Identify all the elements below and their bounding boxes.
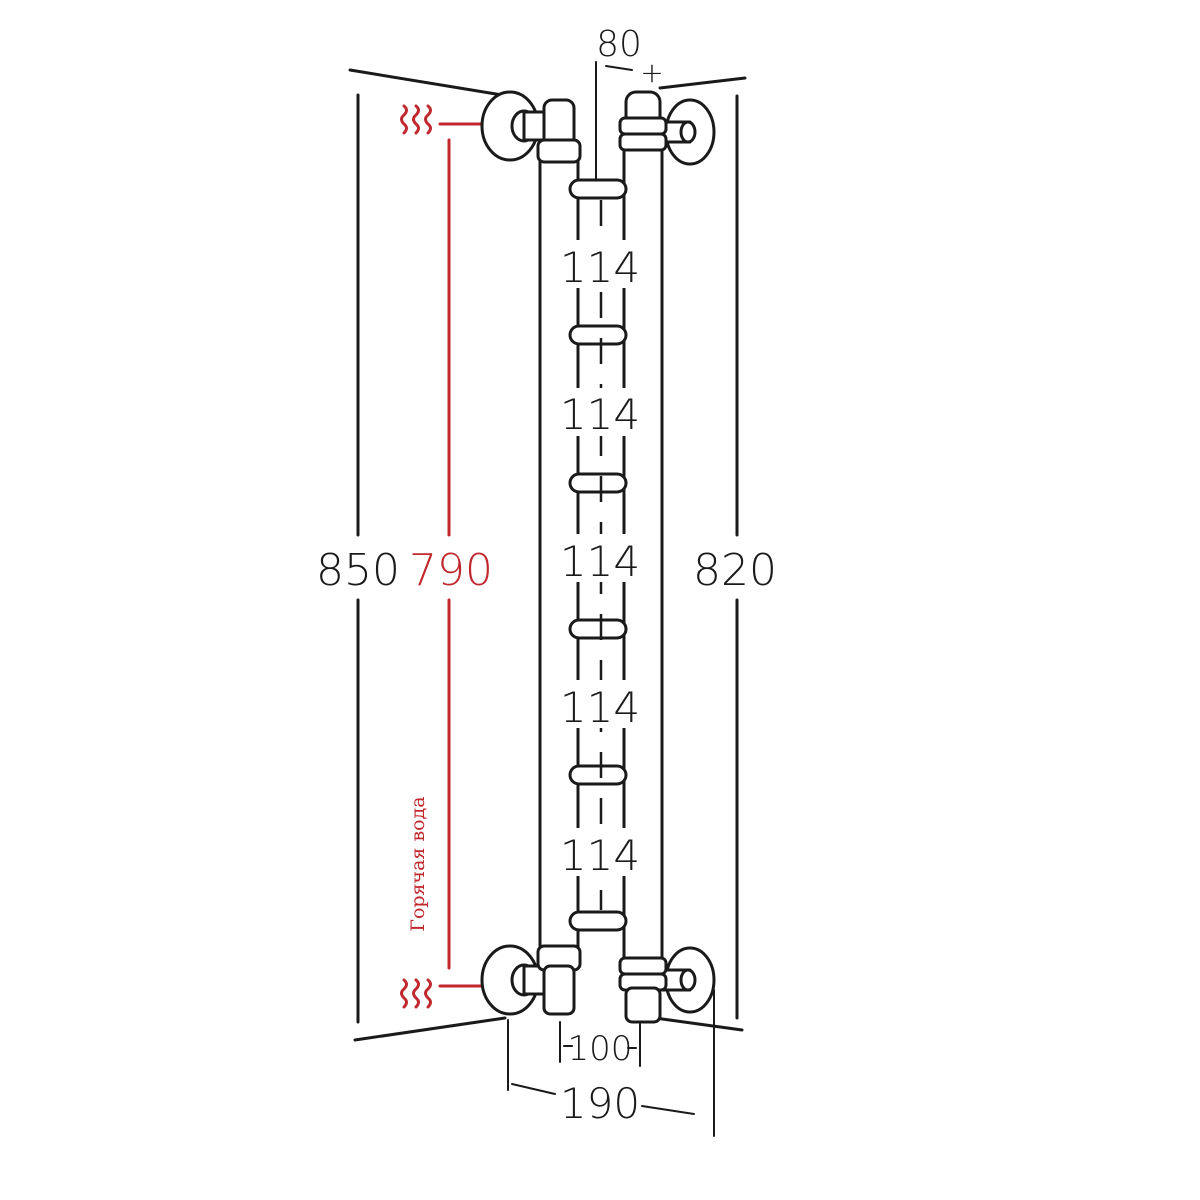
- rung-spacing-label: 114: [560, 683, 640, 732]
- dimension-total-width: 190: [507, 989, 715, 1137]
- rung-spacing-label: 114: [560, 537, 640, 586]
- dimension-hot-water-span: 790 Горячая вода: [400, 104, 493, 1009]
- wall-bracket-top-left: [480, 90, 548, 162]
- rung: [568, 178, 628, 200]
- rung: [568, 618, 628, 640]
- dimension-depth-label: 80: [596, 24, 642, 65]
- dimension-hot-water-span-label: 790: [409, 545, 493, 596]
- left-pipe: [536, 98, 582, 1016]
- rungs: [568, 178, 628, 932]
- hot-water-label: Горячая вода: [407, 796, 429, 931]
- rung-spacing-label: 114: [560, 390, 640, 439]
- rung: [568, 324, 628, 346]
- dimension-total-height-label: 850: [316, 545, 400, 596]
- dimension-total-height: 850: [316, 93, 400, 1024]
- water-wave-icon: [400, 104, 432, 135]
- rung: [568, 764, 628, 786]
- rung-spacing-label: 114: [560, 243, 640, 292]
- dimension-depth: 80 +: [595, 24, 664, 187]
- dimension-total-width-label: 190: [560, 1079, 640, 1128]
- plus-sign: +: [640, 56, 663, 89]
- dimension-right-height: 820: [693, 94, 777, 1020]
- rung-spacing-dimensions: 114 114 114 114 114: [560, 200, 640, 910]
- wall-outline: [348, 68, 747, 1042]
- wall-bracket-bottom-left: [480, 944, 548, 1016]
- rung: [568, 472, 628, 494]
- rung: [568, 910, 628, 932]
- dimension-pipe-distance: 100: [559, 1021, 641, 1069]
- rung-spacing-label: 114: [560, 831, 640, 880]
- water-wave-icon: [400, 978, 432, 1009]
- dimension-right-height-label: 820: [693, 545, 777, 596]
- wall-bracket-top-right: [658, 98, 716, 166]
- right-pipe: [618, 90, 668, 1024]
- wall-bracket-bottom-right: [658, 946, 716, 1014]
- dimension-pipe-distance-label: 100: [568, 1029, 633, 1069]
